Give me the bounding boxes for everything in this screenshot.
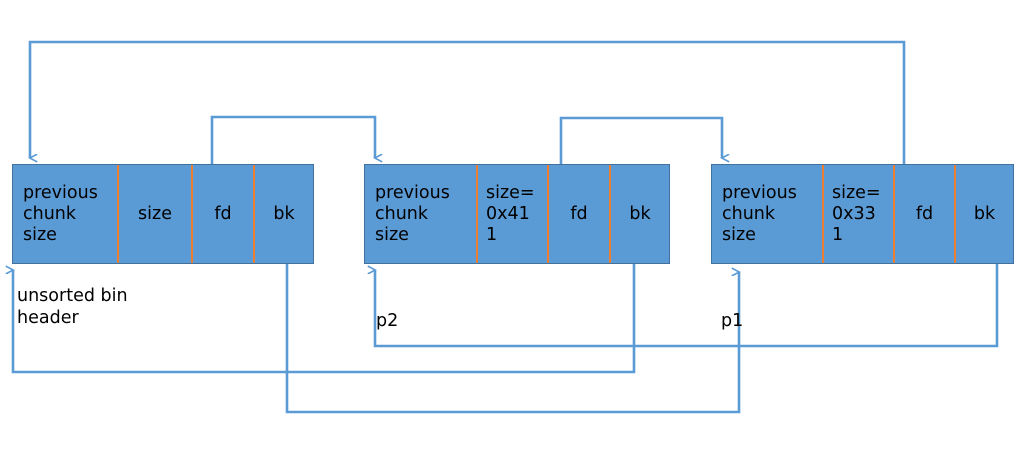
label-unsorted-bin-header: unsorted bin header: [17, 286, 128, 328]
field-fd: fd: [191, 165, 253, 263]
arrow-header-fd-to-p2: [210, 115, 375, 165]
field-fd: fd: [547, 165, 609, 263]
field-size: size= 0x41 1: [476, 165, 547, 263]
chunk-p1[interactable]: previous chunk size size= 0x33 1 fd bk: [711, 164, 1014, 264]
field-fd: fd: [893, 165, 954, 263]
field-size: size: [117, 165, 191, 263]
label-pointer-p1: p1: [721, 311, 744, 331]
arrow-p1-bk-to-p2-bottom: [375, 264, 999, 348]
chunk-p2[interactable]: previous chunk size size= 0x41 1 fd bk: [364, 164, 670, 264]
arrow-header-bk-to-p1-bottom: [285, 264, 739, 414]
field-size: size= 0x33 1: [822, 165, 893, 263]
arrow-p1-to-header-top: [30, 40, 906, 164]
field-previous-chunk-size: previous chunk size: [23, 182, 98, 245]
arrow-p2-fd-to-p1: [559, 116, 722, 165]
field-previous-chunk-size: previous chunk size: [722, 182, 797, 245]
arrow-p2-bk-to-header-bottom: [13, 264, 636, 374]
field-bk: bk: [253, 165, 313, 263]
label-pointer-p2: p2: [376, 311, 399, 331]
field-previous-chunk-size: previous chunk size: [375, 182, 450, 245]
field-bk: bk: [954, 165, 1013, 263]
chunk-unsorted-bin-header[interactable]: previous chunk size size fd bk: [12, 164, 314, 264]
field-bk: bk: [609, 165, 669, 263]
